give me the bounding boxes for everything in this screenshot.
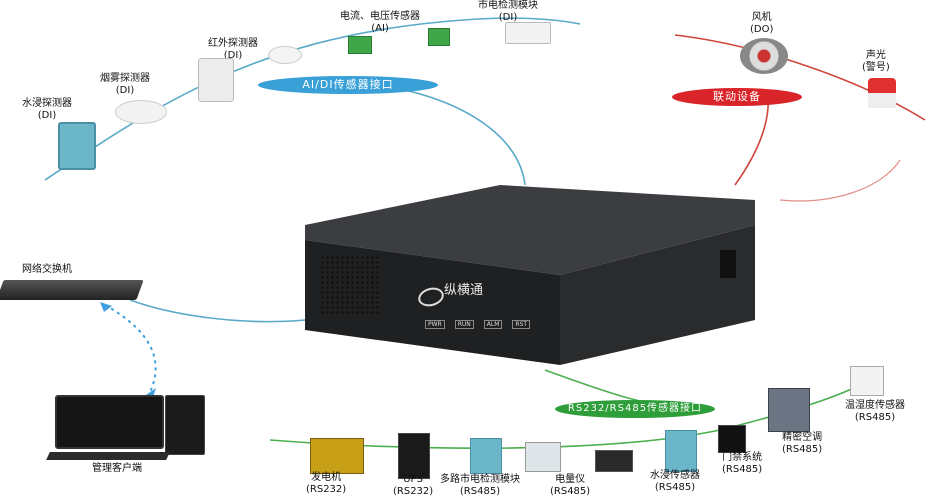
rs-interface-pill: RS232/RS485传感器接口 [555,400,715,418]
access-control-icon [718,425,746,453]
generator-label: 发电机(RS232) [306,472,347,495]
multi-mains-module-label: 多路市电检测模块(RS485) [440,474,520,497]
ceiling-sensor-icon [268,46,302,64]
client-label: 管理客户端 [92,463,142,474]
led-rst: RST [512,320,531,329]
multi-mains-module-icon [470,438,502,474]
fan-icon [740,38,788,74]
battery-icon [595,450,633,472]
infrared-detector-icon [198,58,234,102]
linkage-interface-pill: 联动设备 [672,88,802,106]
power-meter-icon [525,442,561,472]
generator-icon [310,438,364,474]
switch-to-unit-line [129,299,306,323]
fan-label: 风机(DO) [750,12,774,35]
power-meter-label: 电量仪(RS485) [550,474,591,497]
water-detector-label: 水浸探测器(DI) [22,98,72,121]
smoke-detector-icon [115,100,167,124]
led-panel: PWR RUN ALM RST [425,320,531,329]
current-sensor-icon-b [428,28,450,46]
client-keyboard-icon [46,452,170,460]
precision-ac-icon [768,388,810,432]
rs-device-line [269,384,861,449]
brand-name: 纵横通 [444,283,484,298]
smoke-detector-label: 烟雾探测器(DI) [100,73,150,96]
water-detector-icon [58,122,96,170]
client-monitor-icon [55,395,164,449]
ups-label: UPS(RS232) [393,474,434,497]
current-sensor-icon-a [348,36,372,54]
water-sensor-icon [665,430,697,472]
siren-label: 声光(警号) [862,50,890,73]
ai-di-bus-line [44,17,581,181]
led-alm: ALM [483,320,503,329]
infrared-detector-label: 红外探测器(DI) [208,38,258,61]
ai-di-to-unit-line [379,84,526,186]
ai-di-interface-pill: AI/DI传感器接口 [258,76,438,94]
linkage-to-unit-line [734,94,770,186]
monitoring-host [305,185,755,365]
precision-ac-label: 精密空调(RS485) [782,432,823,455]
mains-module-label: 市电检测模块(DI) [478,0,538,23]
client-link-dotted [104,304,157,393]
linkage-bus-line [674,34,926,121]
switch-label: 网络交换机 [22,264,72,275]
access-control-label: 门禁系统(RS485) [722,452,763,475]
current-voltage-sensor-label: 电流、电压传感器(AI) [340,11,420,34]
client-tower-icon [165,395,205,455]
mains-module-icon [505,22,551,44]
led-run: RUN [454,320,474,329]
temp-humidity-sensor-label: 温湿度传感器(RS485) [845,400,905,423]
temp-humidity-sensor-icon [850,366,884,396]
water-sensor-label: 水浸传感器(RS485) [650,470,700,493]
linkage-tail-line [779,159,901,202]
siren-icon [868,78,896,108]
network-switch-icon [0,280,144,300]
ups-icon [398,433,430,479]
led-pwr: PWR [425,320,445,329]
client-link-arrow-up [100,302,112,312]
